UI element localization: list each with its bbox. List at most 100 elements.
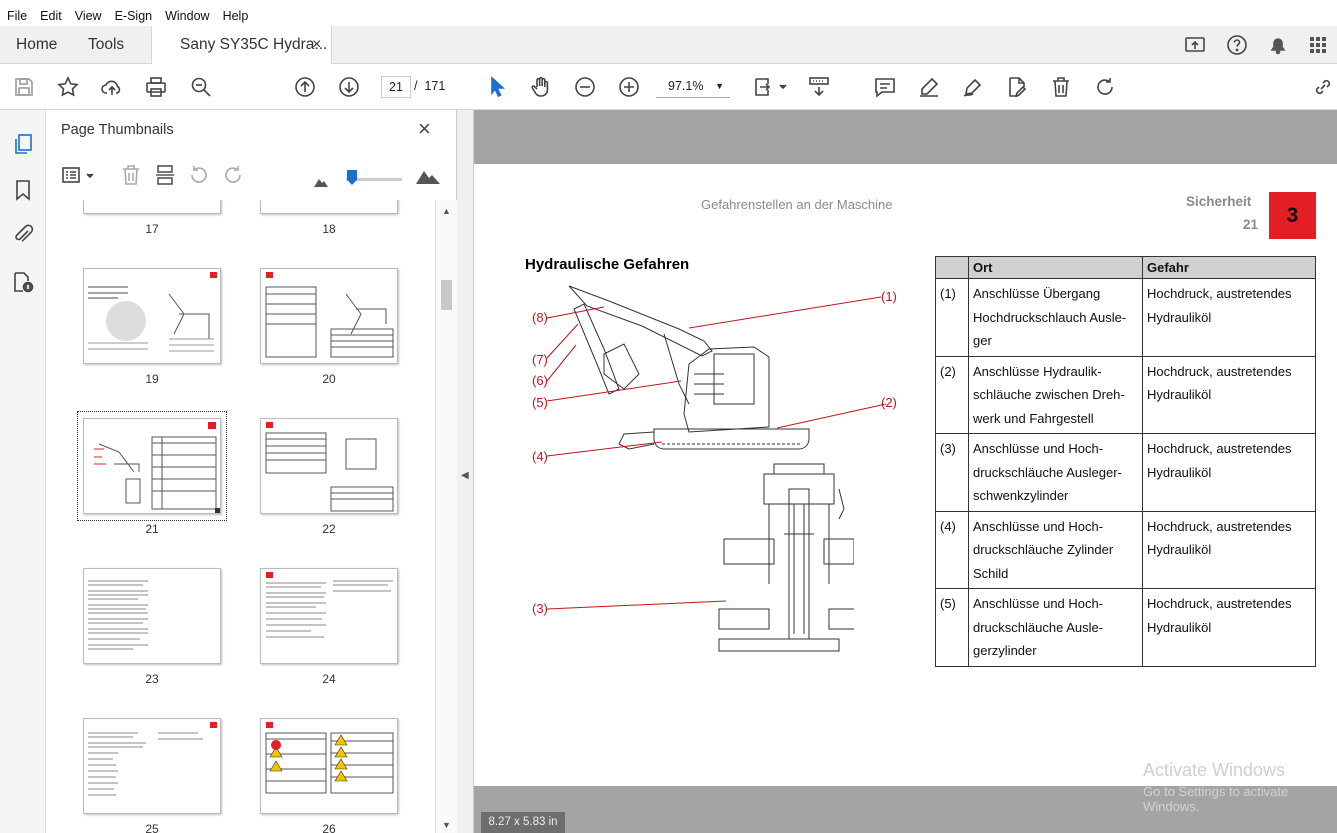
thumbnail-label: 25 <box>145 822 159 833</box>
chevron-down-icon: ▼ <box>715 81 724 91</box>
thumbnail-page[interactable] <box>83 268 221 364</box>
thumbnail-page[interactable] <box>260 718 398 814</box>
chapter-badge: 3 <box>1269 192 1316 239</box>
thumbnail-page[interactable] <box>83 718 221 814</box>
menu-window[interactable]: Window <box>165 9 210 23</box>
thumbnail-label: 24 <box>322 672 336 686</box>
table-row: (5)Anschlüsse und Hoch-druckschläuche Au… <box>935 588 1316 667</box>
save-icon[interactable] <box>12 75 36 99</box>
row-number: (4) <box>935 510 969 589</box>
menu-file[interactable]: File <box>7 9 28 23</box>
page-number: 21 <box>1243 217 1259 232</box>
rotate-right-icon[interactable] <box>221 163 245 187</box>
link-icon[interactable] <box>1311 75 1335 99</box>
tab-tools[interactable]: Tools <box>88 36 125 53</box>
thumbnail-options-icon[interactable] <box>60 163 96 187</box>
panel-close-icon[interactable]: × <box>418 116 431 141</box>
table-header-gefahr: Gefahr <box>1142 256 1316 279</box>
thumbnail-label: 20 <box>322 372 336 386</box>
zoom-level-select[interactable]: 97.1%▼ <box>656 76 730 98</box>
tab-close-icon[interactable]: × <box>312 36 322 53</box>
document-viewport[interactable]: Gefahrenstellen an der Maschine Sicherhe… <box>474 110 1337 833</box>
thumbnails-panel: Page Thumbnails × 17 18 19 20 <box>46 110 457 833</box>
large-mountain-icon[interactable] <box>416 168 440 184</box>
row-number: (5) <box>935 588 969 667</box>
row-location: Anschlüsse Übergang Hochdruckschlauch Au… <box>968 278 1143 356</box>
bookmark-star-icon[interactable] <box>56 75 80 99</box>
upload-cloud-icon[interactable] <box>100 75 124 99</box>
edit-pdf-icon[interactable] <box>1005 75 1029 99</box>
page-up-icon[interactable] <box>293 75 317 99</box>
thumbnail-label: 18 <box>322 222 336 236</box>
thumbnail-size-slider[interactable] <box>346 178 402 181</box>
row-hazard: Hochdruck, austretendes Hydrauliköl <box>1142 588 1316 667</box>
bell-icon[interactable] <box>1266 33 1290 57</box>
bookmarks-icon[interactable] <box>11 178 35 202</box>
document-info-icon[interactable] <box>11 270 35 294</box>
menu-help[interactable]: Help <box>222 9 249 23</box>
print-icon[interactable] <box>144 75 168 99</box>
thumbnail-page[interactable] <box>83 200 221 214</box>
scroll-down-icon[interactable]: ▼ <box>442 820 451 830</box>
callout-label: (6) <box>532 373 548 388</box>
share-screen-icon[interactable] <box>1183 33 1207 57</box>
slider-handle[interactable] <box>347 170 357 185</box>
activate-windows-subtext: Go to Settings to activate Windows. <box>1143 784 1289 814</box>
thumbnail-toolbar <box>46 154 457 198</box>
thumbnail-delete-icon[interactable] <box>119 163 143 187</box>
thumbnail-list: 17 18 19 20 21 22 23 24 <box>46 200 435 833</box>
row-hazard: Hochdruck, austretendes Hydrauliköl <box>1142 510 1316 589</box>
comment-icon[interactable] <box>873 75 897 99</box>
zoom-in-icon[interactable] <box>617 75 641 99</box>
zoom-out-icon[interactable] <box>573 75 597 99</box>
sign-icon[interactable] <box>961 75 985 99</box>
thumbnail-page[interactable] <box>260 568 398 664</box>
thumbnail-scrollbar[interactable]: ▲ ▼ <box>435 200 457 833</box>
thumbnail-label: 23 <box>145 672 159 686</box>
help-icon[interactable] <box>1225 33 1249 57</box>
thumbnail-page[interactable] <box>83 568 221 664</box>
fit-page-icon[interactable] <box>752 75 788 99</box>
scroll-up-icon[interactable]: ▲ <box>442 206 451 216</box>
rotate-icon[interactable] <box>1093 75 1117 99</box>
menu-edit[interactable]: Edit <box>40 9 62 23</box>
page-thumbnails-icon[interactable] <box>11 132 35 156</box>
thumbnail-label: 26 <box>322 822 336 833</box>
table-header-ort: Ort <box>968 256 1143 279</box>
hand-icon[interactable] <box>529 75 553 99</box>
thumbnail-page[interactable] <box>260 418 398 514</box>
callout-label: (4) <box>532 449 548 464</box>
thumbnail-page[interactable] <box>260 200 398 214</box>
menu-esign[interactable]: E-Sign <box>114 9 153 23</box>
row-number: (1) <box>935 278 969 356</box>
thumbnail-extract-icon[interactable] <box>153 163 177 187</box>
rotate-left-icon[interactable] <box>187 163 211 187</box>
zoom-search-icon[interactable] <box>189 75 213 99</box>
apps-grid-icon[interactable] <box>1306 33 1330 57</box>
table-row: (1)Anschlüsse Übergang Hochdruckschlauch… <box>935 278 1316 356</box>
small-mountain-icon[interactable] <box>314 174 328 187</box>
excavator-illustration <box>568 285 854 652</box>
table-row: (3)Anschlüsse und Hoch-druckschläuche Au… <box>935 433 1316 511</box>
selected-thumbnail-frame <box>77 411 227 521</box>
collapse-arrow-icon[interactable]: ◀ <box>461 470 469 481</box>
page-section-label: Sicherheit <box>1186 194 1252 209</box>
thumbnail-page-selected[interactable] <box>83 418 221 514</box>
attachments-icon[interactable] <box>11 223 35 247</box>
page-number-input[interactable]: 21 <box>381 76 411 98</box>
select-arrow-icon[interactable] <box>485 75 509 99</box>
scrollbar-thumb[interactable] <box>441 280 452 310</box>
menu-bar: File Edit View E-Sign Window Help <box>0 6 1337 26</box>
tab-document[interactable]: Sany SY35C Hydra... × <box>151 26 332 64</box>
page-down-icon[interactable] <box>337 75 361 99</box>
tab-home[interactable]: Home <box>16 36 58 53</box>
thumbnail-label: 22 <box>322 522 336 536</box>
menu-view[interactable]: View <box>74 9 102 23</box>
thumbnail-page[interactable] <box>260 268 398 364</box>
row-number: (2) <box>935 355 969 434</box>
scroll-mode-icon[interactable] <box>807 75 831 99</box>
highlight-pen-icon[interactable] <box>917 75 941 99</box>
delete-icon[interactable] <box>1049 75 1073 99</box>
panel-collapse-handle[interactable]: ◀ <box>457 110 474 833</box>
activate-windows-watermark: Activate Windows <box>1143 760 1286 780</box>
